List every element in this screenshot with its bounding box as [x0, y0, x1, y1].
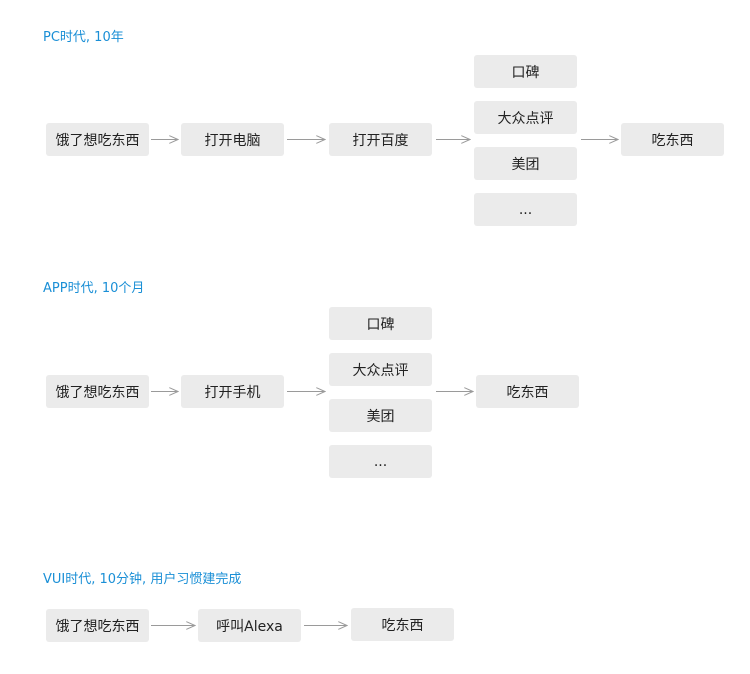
option-koubei: 口碑 [474, 55, 577, 88]
option-dianping: 大众点评 [329, 353, 432, 386]
option-meituan: 美团 [474, 147, 577, 180]
node-hungry: 饿了想吃东西 [46, 609, 149, 642]
node-open-baidu: 打开百度 [329, 123, 432, 156]
node-eat: 吃东西 [621, 123, 724, 156]
node-call-alexa: 呼叫Alexa [198, 609, 301, 642]
section-title-app: APP时代, 10个月 [43, 281, 145, 296]
node-eat: 吃东西 [351, 608, 454, 641]
option-koubei: 口碑 [329, 307, 432, 340]
node-open-computer: 打开电脑 [181, 123, 284, 156]
node-hungry: 饿了想吃东西 [46, 375, 149, 408]
section-title-pc: PC时代, 10年 [43, 30, 124, 45]
section-title-vui: VUI时代, 10分钟, 用户习惯建完成 [43, 572, 242, 587]
option-more: ... [474, 193, 577, 226]
option-more: ... [329, 445, 432, 478]
option-meituan: 美团 [329, 399, 432, 432]
node-eat: 吃东西 [476, 375, 579, 408]
option-dianping: 大众点评 [474, 101, 577, 134]
node-hungry: 饿了想吃东西 [46, 123, 149, 156]
node-open-phone: 打开手机 [181, 375, 284, 408]
